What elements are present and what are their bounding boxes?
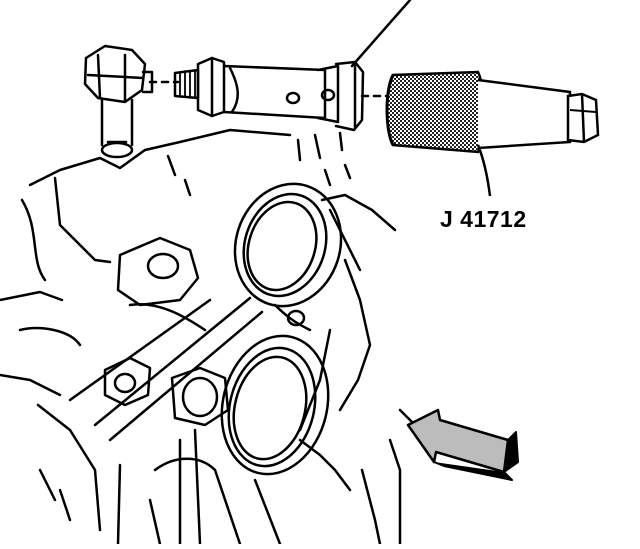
callout-leader [476, 144, 492, 197]
mounting-boss-left [116, 236, 200, 307]
center-boss [170, 366, 230, 427]
mounting-boss-lower-left [103, 356, 152, 407]
engine-block [0, 128, 442, 546]
direction-arrow-icon [406, 408, 519, 481]
tool-callout-label: J 41712 [440, 206, 527, 232]
bore-divider [273, 303, 312, 332]
adapter [173, 56, 365, 132]
leader-line-top [350, 0, 412, 68]
lower-bore [220, 334, 330, 476]
tool-j41712 [385, 70, 600, 154]
upper-bore [233, 182, 343, 308]
oil-fitting [83, 44, 154, 159]
